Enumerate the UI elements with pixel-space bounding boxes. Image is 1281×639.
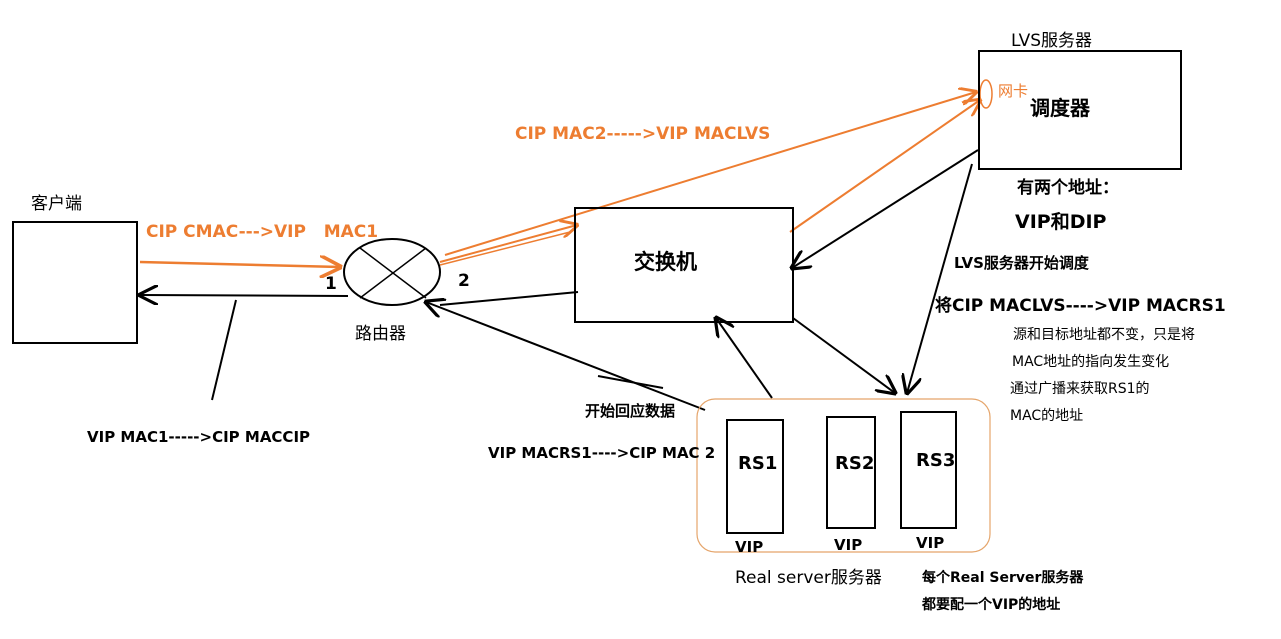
arrow-lvs-to-rs3 (907, 163, 973, 393)
arrow-switch-to-router (439, 291, 579, 306)
arrow-switch-to-lvs (444, 92, 976, 256)
note-line-3: 通过广播来获取RS1的 (1010, 381, 1150, 397)
lvs-server-title: LVS服务器 (1011, 31, 1093, 51)
router-label: 路由器 (355, 324, 406, 344)
lvs-start-dispatch: LVS服务器开始调度 (954, 254, 1089, 272)
rs1-label: RS1 (738, 453, 778, 474)
rs1-vip: VIP (735, 538, 764, 556)
router-shape (343, 238, 441, 306)
rewrite-label: 将CIP MACLVS---->VIP MACRS1 (935, 296, 1226, 316)
scheduler-label: 调度器 (1030, 96, 1090, 120)
vip-dip-label: VIP和DIP (1015, 211, 1107, 233)
router-port-1: 1 (325, 274, 337, 294)
rs3-label: RS3 (916, 450, 956, 471)
rs3-vip: VIP (916, 534, 945, 552)
rs2-vip: VIP (834, 536, 863, 554)
switch-box (574, 207, 794, 323)
arrow-switch-to-lvs-b (789, 100, 980, 233)
arrow-rs-to-switch (716, 318, 773, 399)
start-reply-label: 开始回应数据 (585, 402, 676, 420)
rs1-box (726, 419, 784, 534)
switch-label: 交换机 (634, 250, 697, 274)
reply-pointer-line (211, 299, 237, 401)
client-to-router-label: CIP CMAC--->VIP MAC1 (146, 222, 379, 242)
rs2-box (826, 416, 876, 529)
arrow-router-to-switch-b (439, 231, 571, 266)
rs-to-router-label: VIP MACRS1---->CIP MAC 2 (488, 444, 716, 462)
nic-label: 网卡 (998, 82, 1029, 100)
arrow-router-to-client (140, 295, 349, 296)
rs-note-1: 每个Real Server服务器 (922, 570, 1084, 586)
arrow-router-to-switch (439, 225, 577, 263)
real-server-label: Real server服务器 (735, 568, 882, 588)
client-box (12, 221, 138, 344)
lvs-two-addresses: 有两个地址： (1017, 178, 1119, 198)
note-line-1: 源和目标地址都不变，只是将 (1013, 327, 1195, 343)
client-label: 客户端 (31, 194, 82, 214)
rs2-label: RS2 (835, 453, 875, 474)
rs3-box (900, 411, 957, 529)
arrow-rs-to-router (426, 302, 706, 411)
rs-note-2: 都要配一个VIP的地址 (922, 597, 1061, 613)
router-to-lvs-label: CIP MAC2----->VIP MACLVS (515, 124, 771, 144)
real-server-cluster (696, 398, 991, 553)
scheduler-box (978, 50, 1182, 170)
reply-start-pointer (597, 375, 664, 389)
arrow-switch-to-rs (792, 317, 895, 393)
router-port-2: 2 (458, 271, 470, 291)
arrow-client-to-router (139, 262, 340, 267)
router-to-client-label: VIP MAC1----->CIP MACCIP (87, 428, 311, 446)
arrow-lvs-to-switch (792, 149, 979, 268)
note-line-4: MAC的地址 (1010, 408, 1084, 424)
note-line-2: MAC地址的指向发生变化 (1012, 354, 1170, 370)
router-cross-b (359, 247, 427, 299)
